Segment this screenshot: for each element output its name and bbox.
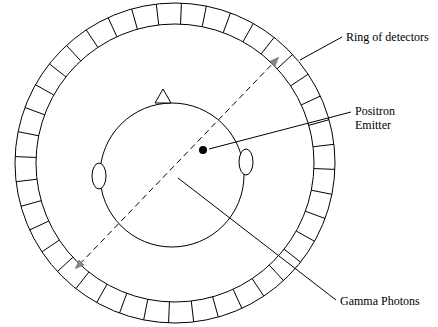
detector-segment [291, 74, 308, 86]
head-outline [100, 103, 244, 247]
detector-segment [305, 211, 325, 218]
detector-segment [86, 30, 98, 47]
detector-segment [261, 37, 274, 53]
detector-ring-inner [36, 24, 314, 302]
leader-line [209, 112, 351, 149]
detector-segment [311, 190, 332, 194]
positron-emitter-dot [199, 146, 207, 154]
detector-segment [76, 272, 89, 288]
detector-segment [18, 132, 39, 136]
detector-segment [156, 4, 158, 25]
detector-segment [66, 45, 80, 60]
detector-segment [25, 108, 45, 115]
detector-segment [108, 18, 117, 37]
detector-ring-outer [15, 3, 335, 323]
detector-segment [132, 9, 138, 29]
callout-label: Positron Emitter [355, 104, 417, 132]
detector-segment [180, 3, 182, 24]
detector-segment [168, 302, 170, 323]
detector-segment [21, 201, 41, 207]
detector-segment [35, 85, 53, 95]
callout-label: Ring of detectors [346, 30, 429, 44]
detector-segment [269, 265, 283, 280]
detector-segment [49, 64, 65, 77]
detector-segment [30, 221, 49, 230]
detector-segment [144, 299, 148, 320]
detector-segment [202, 6, 206, 27]
detector-segment [16, 179, 37, 181]
leader-line [178, 178, 336, 300]
detector-segment [42, 240, 59, 252]
detector-segment [314, 168, 335, 170]
left-ear [92, 163, 106, 189]
detector-segment [296, 231, 314, 241]
right-ear [239, 149, 253, 175]
detector-segment [15, 156, 36, 158]
detector-segment [313, 144, 334, 146]
detector-segment [284, 249, 300, 262]
detector-segment [301, 96, 320, 105]
detector-segment [223, 13, 230, 33]
detector-segment [243, 23, 253, 41]
detector-segment [213, 297, 219, 317]
detector-segments [15, 3, 335, 323]
detector-segment [57, 257, 72, 271]
detector-segment [191, 301, 193, 322]
detector-segment [277, 54, 292, 68]
detector-segment [233, 289, 242, 308]
nose [155, 89, 171, 103]
callout-label: Gamma Photons [340, 294, 420, 308]
detector-segment [120, 293, 127, 313]
detector-segment [252, 279, 264, 296]
detector-segment [97, 284, 107, 302]
leader-line [300, 37, 342, 60]
gamma-photon-path [76, 58, 278, 268]
